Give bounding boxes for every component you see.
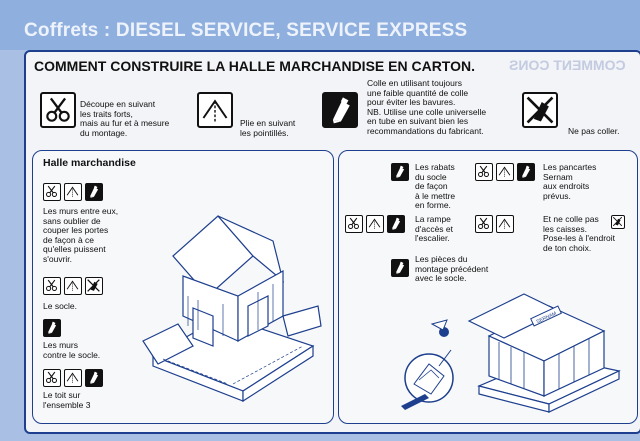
halle-assembly-illustration xyxy=(142,215,322,403)
step-line: aux endroits xyxy=(543,181,590,191)
scissors-icon xyxy=(345,215,363,233)
step-walls-base: Les murs contre le socle. xyxy=(43,340,101,360)
glue-line: une faible quantité de colle xyxy=(367,87,469,98)
fold-icon xyxy=(496,163,514,181)
fold-instruction: Plie en suivant les pointillés. xyxy=(240,118,296,138)
scissors-icon xyxy=(43,369,61,387)
step-line: de façon xyxy=(415,181,448,191)
step-previous-pieces: Les pièces du montage précédent avec le … xyxy=(415,254,489,284)
glue-icon xyxy=(43,319,61,337)
cut-line: du montage. xyxy=(80,127,128,138)
step-line: en forme. xyxy=(415,200,451,210)
scissors-icon xyxy=(475,215,493,233)
step-crates: Et ne colle pas les caisses. Pose-les à … xyxy=(543,214,616,253)
page-title: COMMENT CONSTRUIRE LA HALLE MARCHANDISE … xyxy=(34,58,475,74)
glue-line: NB. Utilise une colle universelle xyxy=(367,106,487,117)
scissors-icon xyxy=(43,183,61,201)
cut-line: mais au fur et à mesure xyxy=(80,118,170,128)
no-glue-icon xyxy=(522,92,558,128)
step-line: sans oublier de xyxy=(43,215,101,226)
panel-halle-marchandise: Halle marchandise Les murs entre eux, sa… xyxy=(32,150,334,424)
cut-instruction: Découpe en suivant les traits forts, mai… xyxy=(80,99,170,138)
fold-icon xyxy=(64,277,82,295)
glue-icon xyxy=(322,92,358,128)
glue-icon xyxy=(85,369,103,387)
step-line: Les murs xyxy=(43,340,78,350)
step-line: Sernam xyxy=(543,171,573,182)
glue-line: Colle en utilisant toujours xyxy=(367,78,462,88)
header-title: Coffrets : DIESEL SERVICE, SERVICE EXPRE… xyxy=(24,20,468,41)
step-line: de ton choix. xyxy=(543,242,592,253)
header-banner: Coffrets : DIESEL SERVICE, SERVICE EXPRE… xyxy=(0,0,640,50)
glue-icon xyxy=(517,163,535,181)
step-line: Les pièces du xyxy=(415,254,468,264)
step-line: Le toit sur xyxy=(43,390,81,400)
fold-icon xyxy=(496,215,514,233)
panel-assembly-steps: Les rabats du socle de façon à le mettre… xyxy=(338,150,638,424)
scissors-icon xyxy=(40,92,76,128)
step-line: de façon à ce xyxy=(43,234,95,245)
step-line: prévus. xyxy=(543,190,571,201)
no-glue-icon xyxy=(611,215,625,229)
scissors-icon xyxy=(43,277,61,295)
step-line: couper les portes xyxy=(43,225,109,235)
finished-halle-illustration: SERNAM xyxy=(401,293,621,413)
fold-icon xyxy=(197,92,233,128)
step-ramp: La rampe d'accès et l'escalier. xyxy=(415,214,454,244)
step-line: qu'elles puissent xyxy=(43,244,106,254)
glue-icon xyxy=(387,215,405,233)
step-line: à le mettre xyxy=(415,190,456,201)
no-glue-icon xyxy=(85,277,103,295)
step-line: du socle xyxy=(415,171,447,182)
step-line: s'ouvrir. xyxy=(43,253,73,264)
fold-line: Plie en suivant xyxy=(240,118,296,128)
step-line: les caisses. xyxy=(543,223,587,234)
step-line: Pose-les à l'endroit xyxy=(543,233,616,243)
step-signs: Les pancartes Sernam aux endroits prévus… xyxy=(543,162,597,201)
step-line: Et ne colle pas xyxy=(543,214,599,224)
step-line: montage précédent xyxy=(415,263,489,274)
step-base: Le socle. xyxy=(43,301,78,311)
instruction-sheet: COMMENT CONS COMMENT CONSTRUIRE LA HALLE… xyxy=(24,50,640,434)
step-roof: Le toit sur l'ensemble 3 xyxy=(43,390,91,410)
step-line: La rampe xyxy=(415,214,451,224)
cut-line: Découpe en suivant xyxy=(80,99,156,109)
step-line: d'accès et xyxy=(415,223,454,234)
fold-icon xyxy=(366,215,384,233)
step-line: avec le socle. xyxy=(415,273,467,283)
step-line: Les murs entre eux, xyxy=(43,206,119,216)
step-line: Les rabats xyxy=(415,162,455,172)
glue-icon xyxy=(391,163,409,181)
step-line: Les pancartes xyxy=(543,162,597,172)
mirrored-bleed-title: COMMENT CONS xyxy=(509,57,626,73)
glue-instruction: Colle en utilisant toujours une faible q… xyxy=(367,78,487,136)
sernam-sign xyxy=(530,305,562,327)
step-line: contre le socle. xyxy=(43,349,101,360)
step-line: l'ensemble 3 xyxy=(43,399,91,410)
glue-icon xyxy=(391,259,409,277)
step-walls: Les murs entre eux, sans oublier de coup… xyxy=(43,206,119,264)
glue-line: recommandations du fabricant. xyxy=(367,125,484,136)
no-glue-instruction: Ne pas coller. xyxy=(568,126,620,136)
glue-line: en tube en suivant bien les xyxy=(367,116,469,126)
fold-line: les pointillés. xyxy=(240,127,289,138)
glue-icon xyxy=(85,183,103,201)
cut-line: les traits forts, xyxy=(80,108,133,119)
fold-icon xyxy=(64,183,82,201)
panel-title: Halle marchandise xyxy=(43,157,136,169)
fold-icon xyxy=(64,369,82,387)
step-line: l'escalier. xyxy=(415,233,450,243)
step-flaps: Les rabats du socle de façon à le mettre… xyxy=(415,162,456,211)
scissors-icon xyxy=(475,163,493,181)
glue-line: pour éviter les bavures. xyxy=(367,97,456,107)
